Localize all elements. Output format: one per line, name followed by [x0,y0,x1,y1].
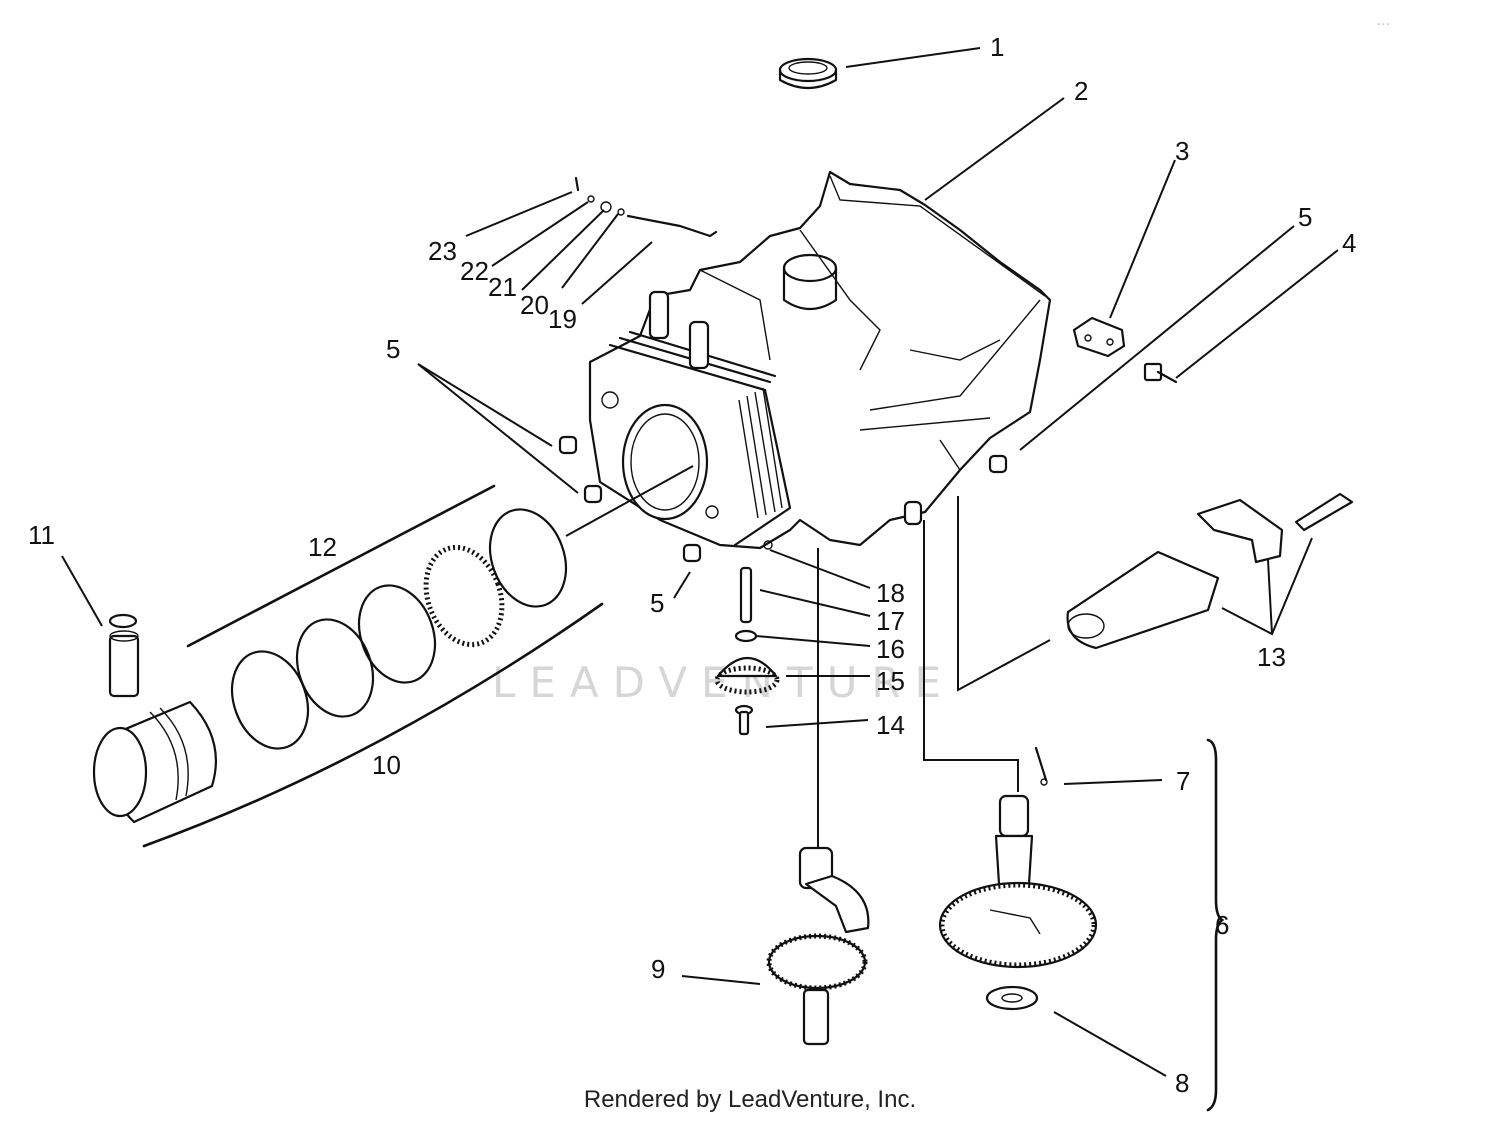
callout-14[interactable]: 14 [876,710,905,740]
callout-1[interactable]: 1 [990,32,1004,62]
callout-23[interactable]: 23 [428,236,457,266]
governor-linkage-part[interactable] [574,176,718,238]
callout-10[interactable]: 10 [372,750,401,780]
callout-18[interactable]: 18 [876,578,905,608]
governor-gear-part[interactable] [714,540,780,736]
callout-16[interactable]: 16 [876,634,905,664]
piston-part[interactable] [92,700,217,824]
piston-rings-part[interactable] [219,499,579,760]
camshaft-part[interactable] [938,794,1098,969]
callout-17[interactable]: 17 [876,606,905,636]
cam-pin-part[interactable] [1034,746,1048,786]
crankshaft-part[interactable] [766,846,870,1046]
callout-5-right[interactable]: 5 [1298,202,1312,232]
callout-4[interactable]: 4 [1342,228,1356,258]
callout-labels: 1 2 3 4 5 5 5 6 7 8 9 10 11 12 13 14 15 … [28,32,1356,1098]
bolt-part[interactable] [1143,362,1178,384]
callout-5-lower[interactable]: 5 [650,588,664,618]
callout-22[interactable]: 22 [460,256,489,286]
callout-21[interactable]: 21 [488,272,517,302]
dowel-pins-part[interactable] [558,435,1008,563]
callout-20[interactable]: 20 [520,290,549,320]
bracket-part[interactable] [1072,316,1126,358]
callout-8[interactable]: 8 [1175,1068,1189,1098]
seal-ring-part[interactable] [778,57,838,90]
piston-pin-part[interactable] [108,613,140,698]
callout-19[interactable]: 19 [548,304,577,334]
callout-3[interactable]: 3 [1175,136,1189,166]
connecting-rod-part[interactable] [1066,492,1354,650]
callout-5-left[interactable]: 5 [386,334,400,364]
callout-2[interactable]: 2 [1074,76,1088,106]
thrust-washer-part[interactable] [985,985,1039,1011]
group-braces [142,484,1225,1112]
leader-lines [61,47,1339,1077]
callout-11[interactable]: 11 [28,520,55,550]
render-credit: Rendered by LeadVenture, Inc. [583,1086,917,1113]
callout-12[interactable]: 12 [308,532,337,562]
callout-15[interactable]: 15 [876,666,905,696]
callout-9[interactable]: 9 [651,954,665,984]
callout-6[interactable]: 6 [1215,910,1229,940]
engine-block-part[interactable] [588,170,1052,550]
callout-13[interactable]: 13 [1257,642,1286,672]
corner-mark: ... [1376,12,1390,29]
assembly-guide-lines [817,496,1051,848]
callout-7[interactable]: 7 [1176,766,1190,796]
